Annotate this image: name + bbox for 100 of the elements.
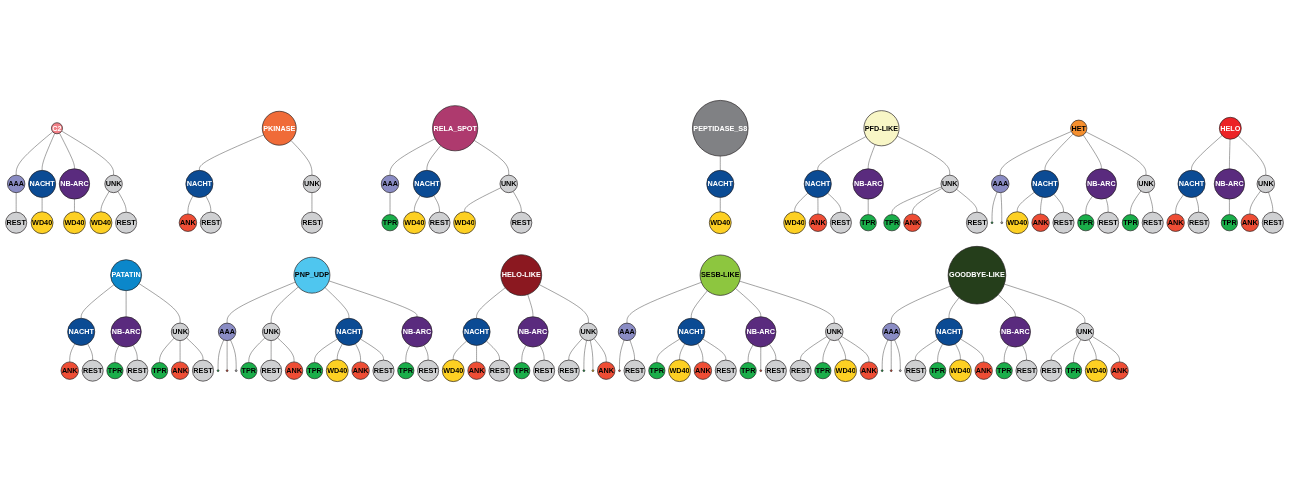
connector (426, 145, 441, 171)
connector (691, 290, 708, 319)
node-circle (899, 369, 902, 372)
connector (760, 346, 761, 370)
connector (1000, 131, 1072, 176)
node-circle (582, 369, 586, 372)
connector (476, 345, 477, 363)
connector (527, 294, 534, 317)
connector (41, 133, 55, 171)
connector (891, 285, 951, 324)
connector (822, 339, 831, 363)
connector (1085, 131, 1147, 176)
connector (739, 280, 835, 324)
connector (1191, 135, 1223, 171)
connector (132, 345, 138, 361)
connector (1092, 336, 1120, 363)
connector (512, 191, 522, 213)
node-circle (759, 369, 762, 372)
connector (59, 132, 75, 169)
connector (1229, 138, 1231, 169)
connector (423, 345, 429, 361)
connector (1003, 345, 1009, 363)
connector (114, 345, 120, 363)
node-circle (880, 369, 884, 372)
connector (891, 340, 892, 370)
connector (474, 140, 509, 176)
connector (702, 338, 727, 361)
connector (747, 344, 754, 363)
connector (1051, 336, 1078, 361)
connector (69, 343, 76, 363)
connector (1073, 339, 1082, 363)
node-circle (1000, 221, 1003, 224)
connector (74, 198, 75, 212)
node-circle (216, 369, 220, 372)
connector (270, 286, 299, 324)
connector (414, 195, 421, 212)
connector (389, 192, 391, 215)
connector (629, 339, 635, 361)
node-circle (990, 221, 994, 224)
connector (1022, 345, 1027, 361)
connector (1130, 190, 1142, 215)
connector (948, 297, 960, 319)
connector (117, 191, 127, 213)
connector (800, 336, 828, 361)
connector (568, 338, 583, 361)
connector (290, 140, 313, 176)
connector (539, 345, 545, 361)
connector (277, 337, 295, 363)
connector (1249, 190, 1261, 215)
connector (159, 337, 175, 363)
connector (476, 287, 506, 319)
connector (1148, 192, 1153, 213)
connector (328, 280, 418, 317)
connector (894, 339, 901, 370)
connector (1088, 339, 1097, 360)
connector (1044, 133, 1074, 171)
connector (1017, 192, 1035, 212)
connector (891, 186, 942, 215)
connector (841, 336, 870, 363)
connector (539, 284, 589, 324)
connector (1105, 198, 1109, 213)
connector (226, 281, 296, 324)
connector (521, 345, 527, 363)
node-circle (234, 369, 238, 372)
connector (337, 343, 343, 360)
connector (389, 138, 436, 176)
connector (817, 136, 867, 171)
connector (248, 337, 266, 363)
connector (179, 340, 181, 363)
connector (896, 135, 950, 176)
connector (199, 134, 264, 171)
connector (1053, 194, 1064, 213)
connector (1083, 134, 1102, 169)
connector (590, 340, 594, 370)
connector (720, 155, 721, 171)
connector (593, 338, 607, 363)
connector (697, 343, 704, 363)
connector (868, 144, 876, 169)
connector (464, 187, 502, 212)
connector (61, 130, 114, 176)
connector (405, 345, 411, 363)
connector (794, 192, 809, 212)
connector (1195, 196, 1199, 213)
connector (1000, 192, 1002, 223)
connector (817, 197, 819, 215)
connector (915, 338, 938, 361)
connector (355, 343, 361, 363)
connector (960, 338, 984, 363)
connector (583, 340, 587, 370)
connector (998, 294, 1016, 317)
connector (311, 192, 313, 213)
connector (619, 339, 625, 370)
connector (324, 287, 350, 319)
connector (87, 343, 93, 361)
connector (955, 343, 961, 360)
connector (217, 339, 224, 370)
connector (186, 337, 204, 361)
connector (1229, 198, 1230, 215)
node-circle (618, 369, 621, 372)
connector (1268, 192, 1274, 213)
